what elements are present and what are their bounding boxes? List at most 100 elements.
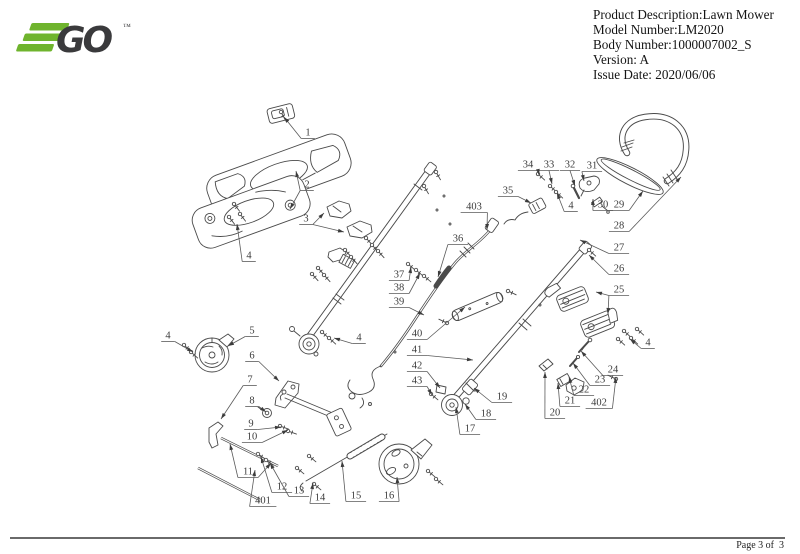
svg-text:31: 31 [587, 161, 598, 172]
svg-text:27: 27 [614, 243, 625, 254]
part-label-36: 36 [437, 234, 469, 278]
svg-text:21: 21 [565, 396, 576, 407]
screw-drawing [306, 453, 317, 463]
svg-text:15: 15 [351, 491, 362, 502]
screw-drawing [535, 171, 546, 181]
part-label-4: 4 [161, 331, 194, 353]
ego-logo-graphic: GO ™ [16, 20, 131, 61]
screw-drawing [634, 326, 645, 336]
svg-text:7: 7 [247, 375, 252, 386]
body-number-line: Body Number:1000007002_S [593, 37, 752, 52]
svg-text:42: 42 [412, 361, 423, 372]
logo-trademark: ™ [123, 22, 131, 31]
part-label-6: 6 [245, 351, 280, 382]
svg-text:1: 1 [305, 128, 310, 139]
part-5-cam-drawing [194, 333, 235, 373]
part-label-39: 39 [388, 297, 425, 316]
svg-text:26: 26 [614, 264, 625, 275]
screw-drawing [326, 335, 337, 345]
svg-text:5: 5 [249, 326, 254, 337]
svg-text:12: 12 [277, 482, 288, 493]
screw-drawing [315, 265, 325, 276]
svg-text:403: 403 [466, 202, 482, 213]
part-label-40: 40 [406, 306, 466, 340]
svg-text:10: 10 [247, 432, 258, 443]
svg-text:4: 4 [246, 251, 252, 262]
svg-text:25: 25 [614, 285, 625, 296]
svg-text:41: 41 [412, 345, 423, 356]
part-15-spring-drawing [299, 433, 388, 492]
part-label-41: 41 [406, 345, 474, 362]
part-label-7: 7 [220, 375, 257, 420]
svg-text:16: 16 [384, 491, 395, 502]
part-label-32: 32 [559, 160, 581, 187]
part-7-bracket-drawing [208, 421, 224, 449]
svg-text:13: 13 [294, 486, 305, 497]
left-tube-hub-drawing [289, 326, 320, 357]
svg-text:401: 401 [255, 496, 271, 507]
part-label-27: 27 [579, 239, 630, 254]
issue-date-line: Issue Date: 2020/06/06 [593, 67, 716, 82]
part-label-28: 28 [608, 176, 682, 232]
svg-text:4: 4 [645, 338, 651, 349]
svg-text:23: 23 [595, 375, 606, 386]
part-label-21: 21 [556, 382, 581, 407]
part-label-42: 42 [406, 361, 441, 389]
svg-text:24: 24 [608, 365, 619, 376]
svg-text:30: 30 [598, 200, 609, 211]
svg-text:36: 36 [453, 234, 464, 245]
ribbed-block-drawing [338, 253, 356, 269]
svg-text:28: 28 [614, 221, 625, 232]
part-label-26: 26 [588, 254, 630, 275]
svg-text:22: 22 [579, 385, 590, 396]
part-label-19: 19 [473, 387, 513, 403]
part-label-8: 8 [245, 396, 267, 413]
part-label-20: 20 [543, 371, 566, 419]
part-label-4: 4 [333, 333, 366, 344]
part-label-10: 10 [241, 429, 289, 443]
part-label-403: 403 [460, 202, 490, 231]
part-label-33: 33 [538, 160, 560, 185]
svg-text:4: 4 [165, 331, 171, 342]
svg-text:4: 4 [356, 333, 362, 344]
part-32-pin-drawing [570, 183, 581, 200]
part-label-11: 11 [229, 443, 272, 478]
part-label-402: 402 [585, 376, 618, 409]
svg-text:8: 8 [249, 396, 254, 407]
svg-text:18: 18 [481, 409, 492, 420]
part-label-9: 9 [244, 419, 282, 430]
part-label-17: 17 [454, 406, 481, 435]
screw-drawing [226, 214, 235, 225]
part-label-29: 29 [608, 190, 644, 211]
part-label-12: 12 [260, 456, 293, 493]
part-label-25: 25 [595, 285, 630, 315]
svg-text:40: 40 [412, 329, 423, 340]
svg-text:19: 19 [497, 392, 508, 403]
logo-go-text: GO [56, 20, 113, 61]
part-label-2: 2 [289, 170, 314, 210]
part-label-43: 43 [406, 376, 433, 396]
version-line: Version: A [593, 52, 650, 67]
screw-drawing [421, 273, 432, 283]
screw-drawing [278, 109, 286, 121]
svg-text:4: 4 [568, 201, 574, 212]
part-label-13: 13 [269, 462, 310, 497]
svg-text:37: 37 [394, 270, 405, 281]
part-25-clamp-drawings [544, 282, 619, 338]
screw-drawing [615, 336, 626, 346]
screw-drawing [294, 465, 305, 475]
svg-text:3: 3 [303, 214, 308, 225]
screw-drawing [231, 201, 240, 212]
handle-grip-drawing [596, 157, 664, 195]
link-bar-drawing [279, 393, 352, 437]
ego-logo: GO ™ [8, 16, 140, 69]
screw-drawing [321, 272, 331, 283]
part-label-5: 5 [227, 326, 259, 347]
screw-drawing [586, 247, 597, 257]
screw-drawing [363, 235, 373, 246]
screw-drawing [421, 183, 429, 195]
svg-text:20: 20 [550, 408, 561, 419]
part-35-connector-drawing [503, 197, 547, 225]
